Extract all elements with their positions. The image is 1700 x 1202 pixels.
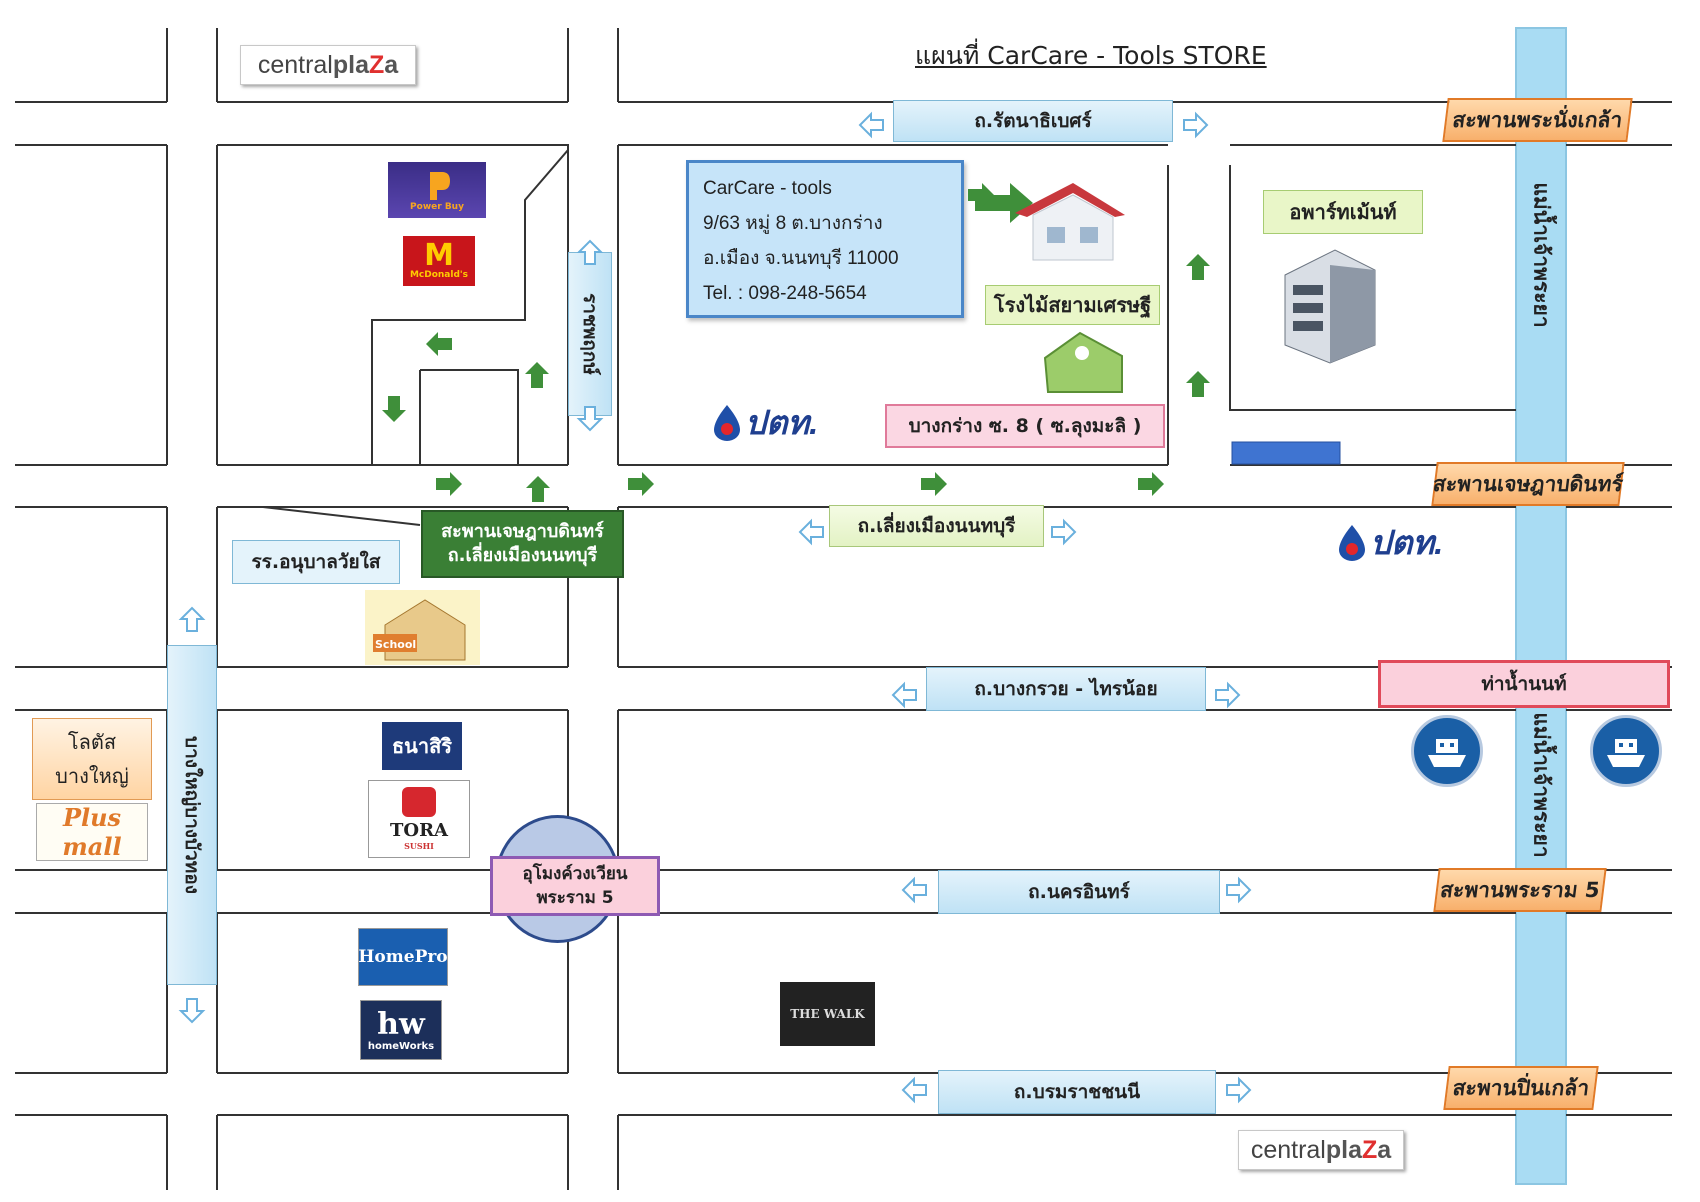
arrow-icon <box>1183 113 1208 137</box>
powerbuy-logo: Power Buy <box>388 162 486 218</box>
address-line-2: อ.เมือง จ.นนทบุรี 11000 <box>703 248 899 269</box>
road-bang-bua-thong-box <box>167 645 217 985</box>
outline-arrows <box>180 113 1251 1102</box>
ptt-logo-bottom: ปตท. <box>1337 518 1449 566</box>
ptt-flame-icon <box>1339 525 1365 561</box>
soi-label: บางกร่าง ซ. 8 ( ซ.ลุงมะลิ ) <box>885 404 1165 448</box>
arrow-icon <box>578 240 602 265</box>
junction-line-2: ถ.เลี่ยงเมืองนนทบุรี <box>447 545 598 566</box>
homeworks-logo: hw homeWorks <box>360 1000 442 1060</box>
central-plaza-pla: pla <box>332 50 369 79</box>
thanasiri-logo: ธนาสิริ <box>382 722 462 770</box>
green-house-icon <box>1043 331 1123 393</box>
house-icon <box>975 183 1125 261</box>
arrow-icon <box>436 472 462 496</box>
arrow-icon <box>382 396 406 422</box>
arrow-icon <box>1226 1078 1251 1102</box>
arrow-icon <box>968 183 994 207</box>
store-phone: Tel. : 098-248-5654 <box>703 283 867 304</box>
thewalk-logo: THE WALK <box>780 982 875 1046</box>
central-plaza-z: Z <box>368 50 385 79</box>
arrow-icon <box>426 332 452 356</box>
tora-logo: TORA SUSHI <box>368 780 470 858</box>
arrow-icon <box>628 472 654 496</box>
arrow-icon <box>902 1078 927 1102</box>
arrow-icon <box>1226 878 1251 902</box>
store-name: CarCare - tools <box>703 178 832 199</box>
arrow-icon <box>892 683 917 707</box>
apartment-building-icon <box>1284 249 1376 364</box>
arrow-icon <box>180 998 204 1023</box>
ferry-icon-left <box>1411 715 1483 787</box>
address-box: CarCare - tools 9/63 หมู่ 8 ต.บางกร่าง อ… <box>686 160 964 318</box>
school-sign-text: School <box>375 638 417 651</box>
arrow-icon <box>799 520 824 544</box>
lotus-label: โลตัสบางใหญ่ <box>32 718 152 800</box>
junction-label: สะพานเจษฎาบดินทร์ ถ.เลี่ยงเมืองนนทบุรี <box>421 510 624 578</box>
road-borommaratchachonnani: ถ.บรมราชชนนี <box>938 1070 1216 1114</box>
central-plaza-z: Z <box>1361 1135 1378 1164</box>
arrow-icon <box>180 607 204 632</box>
road-rattanathibet: ถ.รัตนาธิเบศร์ <box>893 100 1173 142</box>
arrow-icon <box>902 878 927 902</box>
central-plaza-pla: pla <box>1325 1135 1362 1164</box>
ptt-flame-icon <box>714 405 740 441</box>
green-arrows <box>382 183 1210 502</box>
central-plaza-text: central <box>257 50 333 79</box>
road-bang-kruai-sai-noi: ถ.บางกรวย - ไทรน้อย <box>926 667 1206 711</box>
homeworks-sub-text: homeWorks <box>367 1040 435 1052</box>
kindergarten-label: รร.อนุบาลวัยใส <box>232 540 400 584</box>
central-plaza-a: a <box>1377 1135 1392 1164</box>
junction-line-1: สะพานเจษฎาบดินทร์ <box>441 520 604 542</box>
arrow-icon <box>1186 254 1210 280</box>
road-liang-mueang: ถ.เลี่ยงเมืองนนทบุรี <box>829 505 1044 547</box>
ferry-icon-right <box>1590 715 1662 787</box>
plus-mall-logo: Plus mall <box>36 803 148 861</box>
tora-tiger-icon <box>402 787 436 817</box>
ptt-logo-top: ปตท. <box>712 398 824 446</box>
arrow-icon <box>1138 472 1164 496</box>
road-nakhon-in: ถ.นครอินทร์ <box>938 870 1220 914</box>
road-lines <box>15 28 1672 1190</box>
mcdonalds-text: McDonald's <box>409 270 469 280</box>
tunnel-label: อุโมงค์วงเวียน พระราม 5 <box>490 856 660 916</box>
central-plaza-a: a <box>384 50 399 79</box>
lumber-yard-label: โรงไม้สยามเศรษฐี <box>985 285 1160 325</box>
arrow-icon <box>1186 371 1210 397</box>
arrow-icon <box>1215 683 1240 707</box>
mcdonalds-logo: M McDonald's <box>403 236 475 286</box>
pier-label: ท่าน้ำนนท์ <box>1378 660 1670 708</box>
store-marker <box>1231 441 1341 465</box>
arrow-icon <box>578 406 602 431</box>
address-line-1: 9/63 หมู่ 8 ต.บางกร่าง <box>703 213 883 234</box>
chao-phraya-river <box>1515 27 1567 1185</box>
powerbuy-text: Power Buy <box>410 202 464 212</box>
ptt-text: ปตท. <box>1370 523 1444 561</box>
arrow-icon <box>921 472 947 496</box>
mcdonalds-arches-icon: M <box>424 238 454 273</box>
homeworks-text: hw <box>377 1006 425 1042</box>
tora-sub-text: SUSHI <box>404 841 434 851</box>
apartment-label: อพาร์ทเม้นท์ <box>1263 190 1423 234</box>
homepro-logo: HomePro <box>358 928 448 986</box>
tora-text: TORA <box>390 820 448 841</box>
school-icon: School <box>365 590 480 665</box>
arrow-icon <box>859 113 884 137</box>
arrow-icon <box>525 362 549 388</box>
ptt-text: ปตท. <box>745 403 819 441</box>
central-plaza-text: central <box>1250 1135 1326 1164</box>
map-title: แผนที่ CarCare - Tools STORE <box>915 41 1267 70</box>
arrow-icon <box>1051 520 1076 544</box>
arrow-icon <box>526 476 550 502</box>
